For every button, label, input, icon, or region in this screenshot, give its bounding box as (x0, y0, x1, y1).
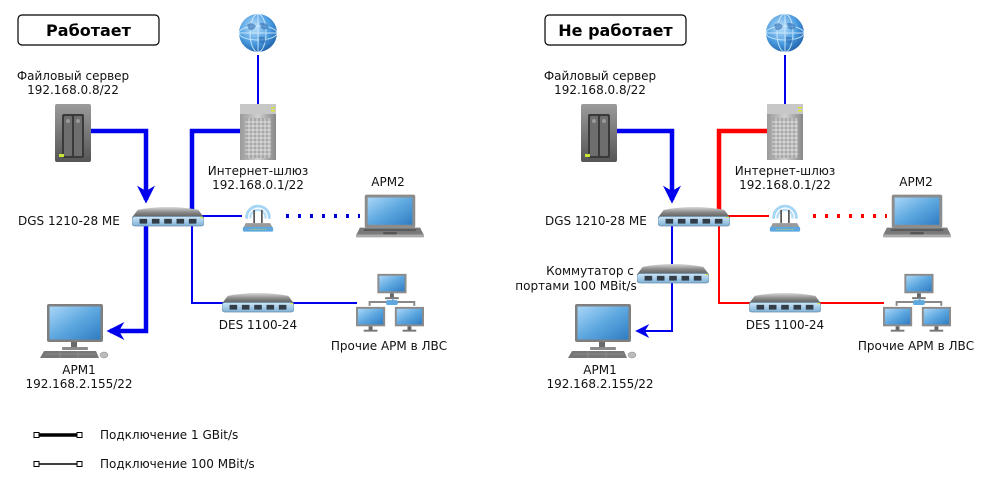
lan-name: Прочие АРМ в ЛВС (331, 339, 447, 353)
mid-switch-icon[interactable] (637, 263, 709, 284)
arm2-name: АРМ2 (371, 175, 404, 189)
wifi-router-icon[interactable] (241, 204, 275, 233)
panel-title-box: Работает (17, 14, 160, 46)
gateway-server-icon[interactable] (239, 104, 277, 160)
file-server-name: Файловый сервер (544, 69, 656, 83)
panel-title-box (544, 14, 687, 46)
gateway-ip: 192.168.0.1/22 (739, 178, 831, 192)
panel-not-working: Не работает Файловый сервер 192.168.0.8/… (515, 13, 974, 391)
arm2-laptop-icon[interactable] (883, 194, 951, 238)
file-server-ip: 192.168.0.8/22 (554, 83, 646, 97)
arm1-desktop-icon[interactable] (568, 304, 637, 359)
link-core-access (191, 224, 226, 304)
core-switch-name: DGS 1210-28 ME (18, 214, 120, 228)
gateway-server-icon[interactable] (766, 104, 804, 160)
core-switch-icon[interactable] (132, 206, 204, 227)
link-fileserver-core (91, 128, 155, 204)
gateway-name: Интернет-шлюз (208, 164, 309, 178)
gateway-name: Интернет-шлюз (735, 164, 836, 178)
internet-globe-icon (765, 13, 805, 53)
legend-item-thin: Подключение 100 MBit/s (33, 457, 255, 471)
legend-item-thick: Подключение 1 GBit/s (33, 428, 238, 442)
lan-name: Прочие АРМ в ЛВС (858, 339, 974, 353)
panel-title: Не работает (558, 21, 673, 40)
legend-label: Подключение 1 GBit/s (100, 428, 238, 442)
legend-endpoint (33, 432, 40, 438)
arm2-laptop-icon[interactable] (356, 194, 424, 238)
arm1-ip: 192.168.2.155/22 (546, 377, 653, 391)
file-server-name: Файловый сервер (17, 69, 129, 83)
mid-switch-name-line2: портами 100 MBit/s (515, 279, 636, 293)
link-core-arm1 (106, 225, 149, 340)
file-server-icon[interactable] (581, 104, 617, 162)
panel-working: Работает Файловый сервер 192.168.0.8/22 … (17, 13, 447, 391)
mid-switch-name-line1: Коммутатор с (546, 264, 634, 278)
access-switch-icon[interactable] (222, 292, 294, 313)
arm1-ip: 192.168.2.155/22 (25, 377, 132, 391)
access-switch-name: DES 1100-24 (746, 318, 824, 332)
link-gateway-core (189, 128, 240, 210)
file-server-ip: 192.168.0.8/22 (27, 83, 119, 97)
arm1-name: АРМ1 (62, 363, 95, 377)
legend-endpoint (76, 461, 83, 467)
link-mid-arm1 (635, 280, 673, 338)
wifi-router-icon[interactable] (768, 204, 802, 233)
access-switch-icon[interactable] (749, 292, 821, 313)
legend: Подключение 1 GBit/s Подключение 100 MBi… (33, 428, 255, 471)
core-switch-name: DGS 1210-28 ME (545, 214, 647, 228)
gateway-ip: 192.168.0.1/22 (212, 178, 304, 192)
link-gateway-core (716, 128, 767, 210)
links (91, 55, 360, 340)
legend-endpoint (33, 461, 40, 467)
arm2-name: АРМ2 (899, 175, 932, 189)
lan-workstations-icon[interactable] (356, 273, 424, 333)
panel-title: Работает (46, 21, 132, 40)
legend-label: Подключение 100 MBit/s (100, 457, 255, 471)
arm1-name: АРМ1 (583, 363, 616, 377)
access-switch-name: DES 1100-24 (219, 318, 297, 332)
link-fileserver-core (617, 128, 681, 204)
links (617, 55, 887, 338)
link-core-access (718, 224, 753, 304)
arm1-desktop-icon[interactable] (40, 304, 109, 359)
lan-workstations-icon[interactable] (883, 273, 951, 333)
file-server-icon[interactable] (55, 104, 91, 162)
legend-endpoint (76, 432, 83, 438)
internet-globe-icon (238, 13, 278, 53)
core-switch-icon[interactable] (658, 206, 730, 227)
